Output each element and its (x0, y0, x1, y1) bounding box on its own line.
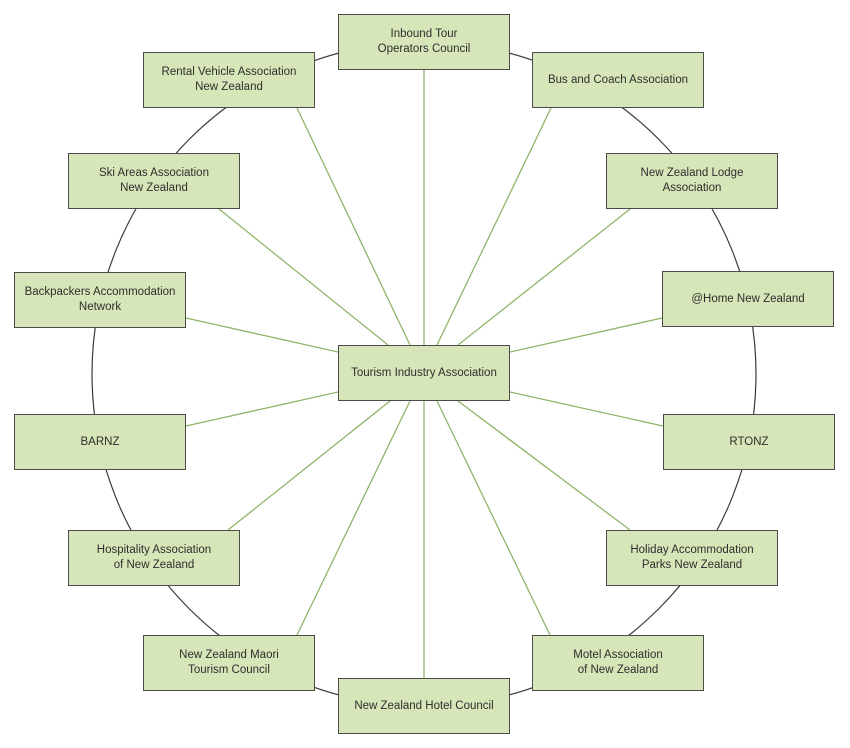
spoke-bpack (185, 317, 339, 353)
node-rental-vehicle-association: Rental Vehicle Association New Zealand (143, 52, 315, 108)
node-holiday-accommodation-parks: Holiday Accommodation Parks New Zealand (606, 530, 778, 586)
node-backpackers-accommodation: Backpackers Accommodation Network (14, 272, 186, 328)
spoke-rental (296, 107, 411, 346)
node-ski-areas-association: Ski Areas Association New Zealand (68, 153, 240, 209)
node-tourism-industry-association: Tourism Industry Association (338, 345, 510, 401)
spoke-hosp (227, 400, 391, 531)
node-nz-hotel-council: New Zealand Hotel Council (338, 678, 510, 734)
node-nz-maori-tourism-council: New Zealand Maori Tourism Council (143, 635, 315, 691)
spoke-motel (436, 400, 551, 636)
node-rtonz: RTONZ (663, 414, 835, 470)
node-motel-association: Motel Association of New Zealand (532, 635, 704, 691)
spoke-rtonz (509, 391, 664, 427)
spoke-holiday (457, 400, 631, 531)
node-barnz: BARNZ (14, 414, 186, 470)
spoke-home (509, 317, 663, 353)
spoke-bus (436, 107, 552, 346)
spoke-maori (296, 400, 411, 636)
node-bus-and-coach-association: Bus and Coach Association (532, 52, 704, 108)
node-nz-lodge-association: New Zealand Lodge Association (606, 153, 778, 209)
spoke-lodge (457, 208, 631, 346)
spoke-barnz (185, 391, 339, 427)
node-hospitality-association: Hospitality Association of New Zealand (68, 530, 240, 586)
node-inbound-tour-operators-council: Inbound Tour Operators Council (338, 14, 510, 70)
spoke-ski (218, 208, 389, 346)
node-home-new-zealand: @Home New Zealand (662, 271, 834, 327)
